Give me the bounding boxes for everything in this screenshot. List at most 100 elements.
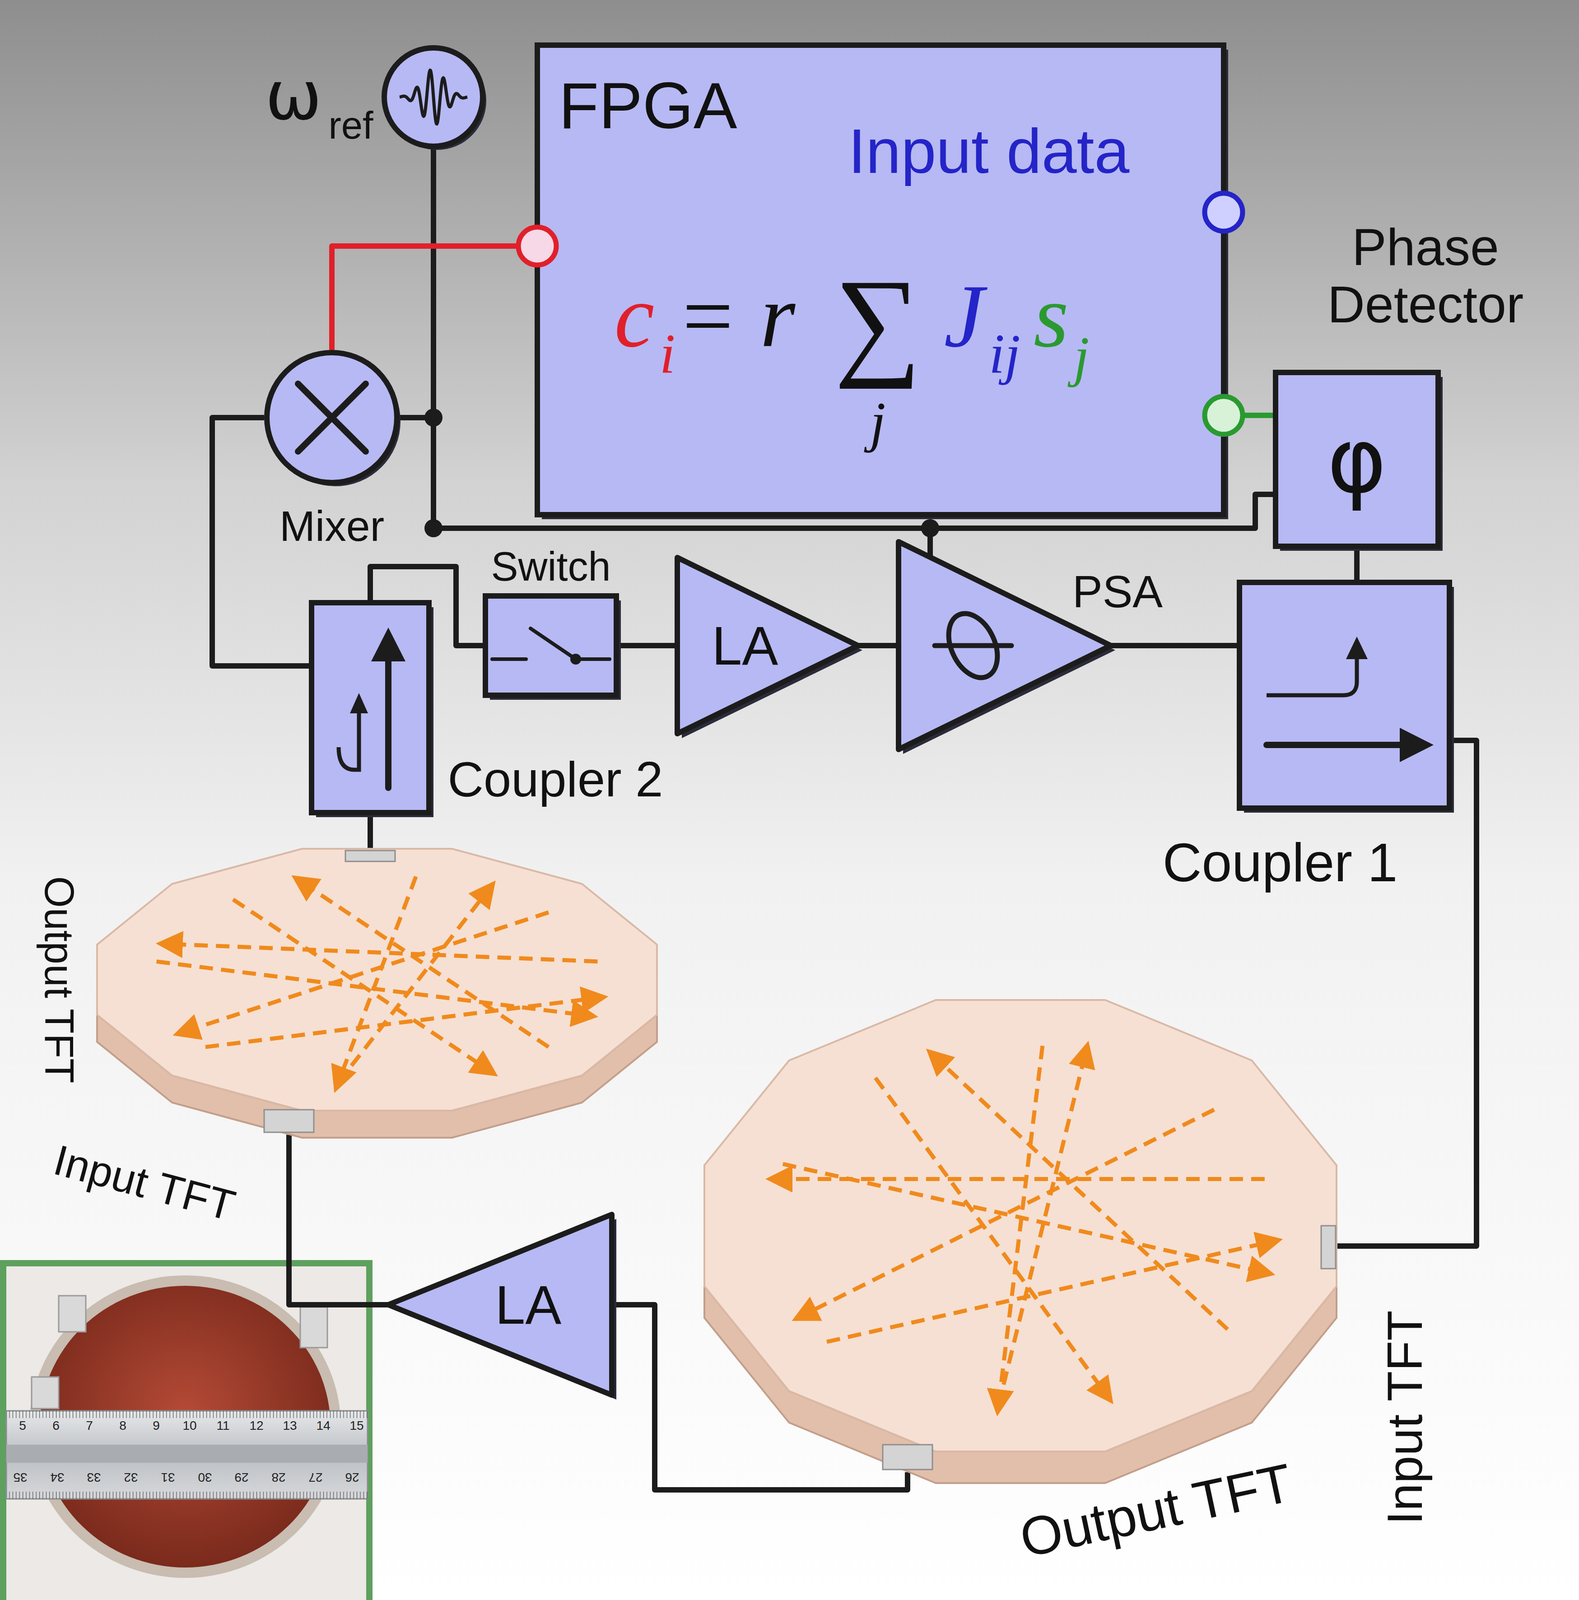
node-shape bbox=[485, 596, 617, 696]
coupler-symbol bbox=[371, 627, 406, 662]
box-outline bbox=[1275, 372, 1439, 547]
coupler-symbol bbox=[1266, 741, 1407, 749]
node-shape bbox=[381, 45, 486, 150]
psa-triangle: PSA bbox=[898, 541, 1111, 750]
photo-transducer bbox=[300, 1307, 328, 1348]
ruler-number: 7 bbox=[85, 1419, 94, 1434]
port-circle bbox=[1204, 193, 1243, 232]
wave-arrow bbox=[998, 1046, 1043, 1407]
ruler-number: 12 bbox=[249, 1419, 264, 1434]
ruler-number: 9 bbox=[152, 1419, 160, 1434]
transducer-label: Input TFT bbox=[48, 1136, 240, 1230]
ruler-number: 27 bbox=[308, 1470, 323, 1485]
ruler-number: 31 bbox=[160, 1470, 175, 1485]
mixer-circle: Mixer bbox=[264, 349, 400, 486]
coupler-symbol bbox=[385, 656, 392, 788]
equation-term: j bbox=[870, 391, 886, 454]
triangle-outline bbox=[388, 1214, 612, 1396]
box-outline bbox=[485, 596, 617, 696]
ruler-number: 14 bbox=[316, 1419, 331, 1434]
equation-term: Input data bbox=[848, 116, 1130, 187]
wave-arrow bbox=[338, 889, 490, 1083]
wave-arrow bbox=[875, 1077, 1108, 1396]
crystal-disk: Output TFTInput TFT bbox=[97, 848, 657, 1138]
ruler-number: 28 bbox=[271, 1470, 286, 1485]
amplifier-label: LA bbox=[495, 1275, 562, 1335]
wave-arrow bbox=[776, 1177, 1265, 1182]
transducer-label: Input TFT bbox=[1377, 1310, 1432, 1526]
part-label: Mixer bbox=[279, 502, 385, 550]
triangle-outline bbox=[677, 557, 858, 734]
node-shape bbox=[97, 848, 657, 1138]
node-shape bbox=[264, 349, 400, 486]
part-label: Coupler 1 bbox=[1162, 832, 1398, 893]
signal-wire bbox=[857, 642, 899, 649]
junction-dot bbox=[424, 408, 443, 427]
equation-term: j bbox=[1073, 325, 1090, 388]
transducer bbox=[882, 1444, 933, 1470]
signal-wire bbox=[616, 642, 678, 649]
coupler-symbol bbox=[1399, 727, 1434, 763]
signal-label: ref bbox=[328, 104, 373, 147]
ruler-number: 8 bbox=[119, 1419, 127, 1434]
coupler-symbol bbox=[1346, 636, 1368, 660]
transducer bbox=[345, 850, 396, 862]
circle-outline bbox=[384, 47, 483, 147]
signal-wire bbox=[331, 246, 538, 350]
ruler-number: 30 bbox=[197, 1470, 212, 1485]
signal-wire bbox=[288, 1135, 389, 1305]
coupler-box: Coupler 1 bbox=[1239, 582, 1450, 809]
ruler-number: 11 bbox=[216, 1419, 230, 1434]
circle-outline bbox=[266, 352, 397, 483]
ruler-number: 6 bbox=[52, 1419, 60, 1434]
signal-wire bbox=[399, 149, 434, 418]
ruler-groove bbox=[6, 1444, 368, 1463]
mixer-symbol bbox=[298, 383, 366, 452]
ruler-ticks bbox=[6, 1491, 368, 1500]
port-circle bbox=[518, 227, 557, 266]
equation-term: ij bbox=[988, 323, 1021, 386]
coupler-symbol bbox=[1266, 656, 1357, 696]
ruler-number: 13 bbox=[282, 1419, 297, 1434]
wave-arrow bbox=[166, 944, 598, 962]
ruler-number: 29 bbox=[234, 1470, 249, 1485]
node-shape bbox=[704, 1000, 1337, 1484]
equation-term: s bbox=[1033, 266, 1069, 366]
switch-symbol bbox=[492, 657, 527, 662]
amplifier-triangle: LA bbox=[677, 557, 858, 734]
oscillator-circle: ωref bbox=[381, 45, 486, 150]
part-label: Switch bbox=[490, 544, 611, 590]
wave-arrow bbox=[182, 912, 549, 1033]
wave-arrow bbox=[826, 1241, 1273, 1342]
coupler-symbol bbox=[349, 693, 368, 714]
box-outline bbox=[311, 602, 429, 813]
equation-term: i bbox=[659, 323, 676, 386]
equation-term: J bbox=[944, 266, 985, 366]
part-label: Coupler 2 bbox=[447, 751, 664, 807]
ruler-number: 35 bbox=[13, 1470, 28, 1485]
wave-arrow bbox=[232, 899, 490, 1071]
wave-arrow bbox=[300, 881, 549, 1048]
transducer bbox=[1321, 1225, 1336, 1269]
equation-term: ∑ bbox=[834, 254, 922, 389]
coupler-box: Coupler 2 bbox=[311, 602, 429, 813]
part-label: Phase Detector bbox=[1285, 218, 1566, 333]
part-label: φ bbox=[1327, 410, 1387, 511]
switch-box: Switch bbox=[485, 596, 617, 696]
photo-transducer bbox=[31, 1377, 59, 1409]
port-circle bbox=[1204, 396, 1243, 435]
disk-top bbox=[97, 848, 657, 1111]
node-shape bbox=[1239, 582, 1450, 809]
wave-arrow bbox=[338, 876, 416, 1084]
wave-arrow bbox=[933, 1056, 1228, 1330]
transducer-label: Output TFT bbox=[36, 876, 82, 1084]
node-shape bbox=[311, 602, 429, 813]
phase-detector-box: Phase Detectorφ bbox=[1275, 372, 1439, 547]
ruler-number: 15 bbox=[349, 1419, 364, 1434]
wave-arrow bbox=[801, 1109, 1215, 1317]
disk-top bbox=[704, 1000, 1337, 1452]
ruler-number: 33 bbox=[87, 1470, 102, 1485]
equation-term: c bbox=[614, 266, 655, 366]
